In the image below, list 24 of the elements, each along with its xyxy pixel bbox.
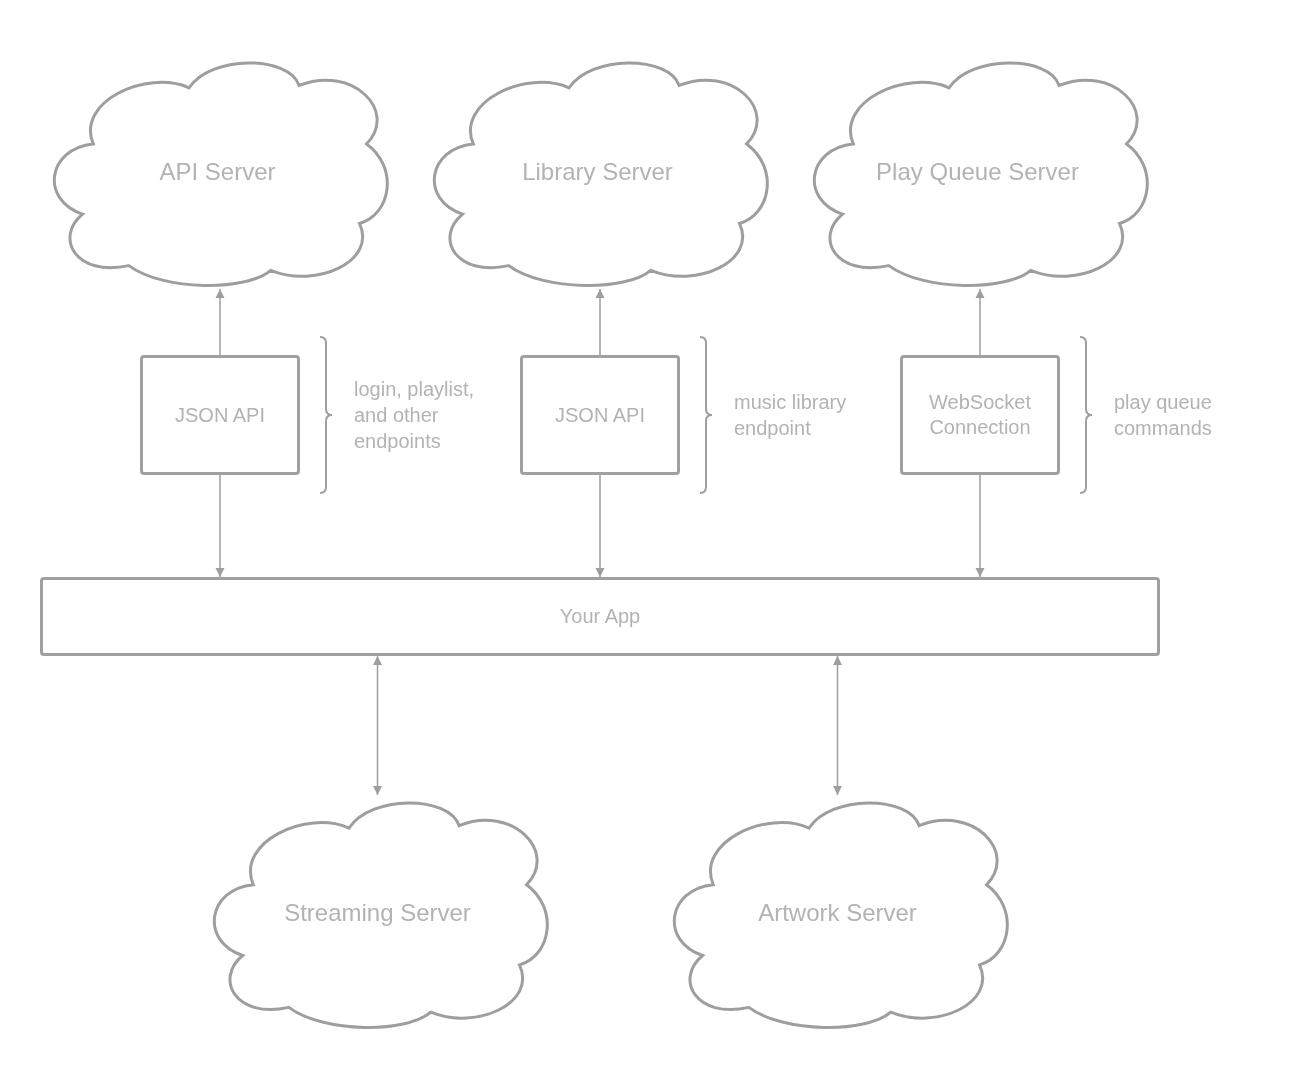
api-box — [900, 355, 1060, 475]
node-label: Streaming Server — [284, 898, 471, 928]
arrow — [215, 288, 225, 356]
arrow — [373, 655, 382, 796]
arrow — [595, 288, 605, 356]
api-box — [140, 355, 300, 475]
arrow — [833, 655, 842, 796]
endpoint-note: login, playlist, and other endpoints — [354, 377, 476, 454]
endpoint-note: play queue commands — [1114, 390, 1213, 441]
node-label: WebSocket Connection — [928, 390, 1032, 440]
arrow — [975, 474, 985, 578]
node-label: Your App — [559, 604, 641, 629]
api-box — [520, 355, 680, 475]
arrow — [595, 474, 605, 578]
node-label: Library Server — [522, 157, 673, 187]
node-label: Artwork Server — [758, 898, 917, 928]
arrow — [975, 288, 985, 356]
node-label: API Server — [159, 157, 276, 187]
endpoint-note: music library endpoint — [734, 390, 848, 441]
app-bar — [40, 577, 1160, 656]
node-label: Play Queue Server — [876, 157, 1079, 187]
arrow — [215, 474, 225, 578]
node-label: JSON API — [555, 402, 645, 428]
node-label: JSON API — [175, 402, 265, 428]
